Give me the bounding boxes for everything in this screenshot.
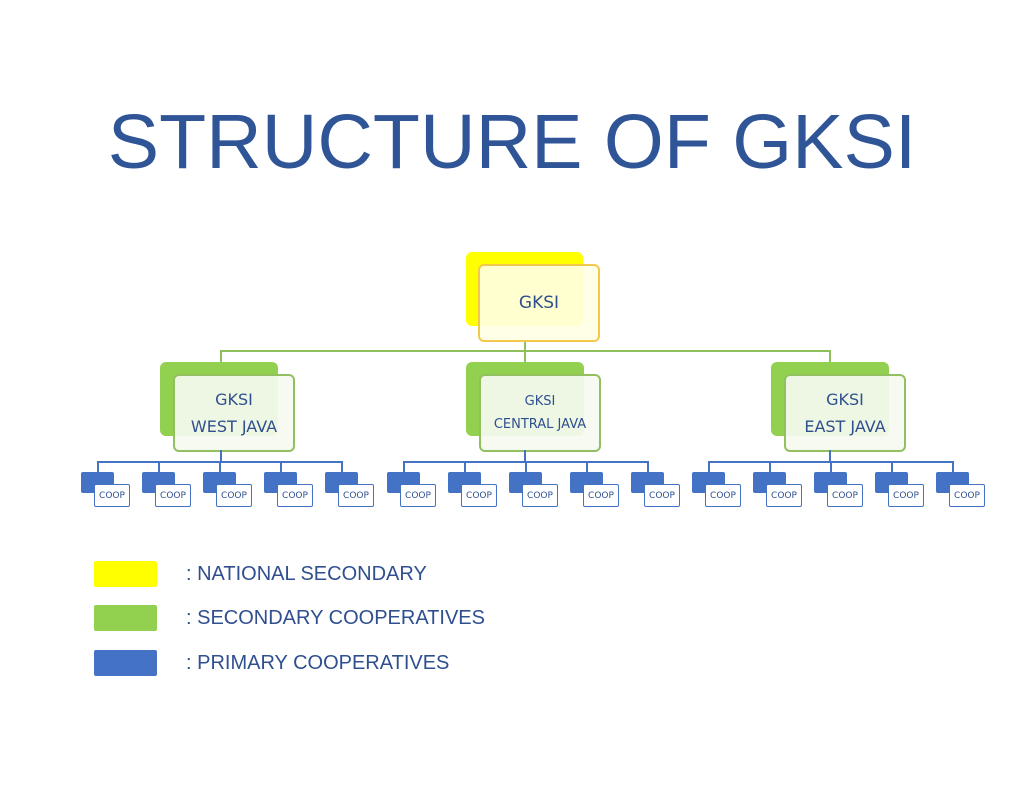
coop-label: COOP [160,490,186,501]
secondary-connector [829,350,831,363]
coop-drop [464,461,466,473]
coop-label: COOP [343,490,369,501]
coop-node: COOP [94,484,130,507]
secondary-node: GKSI WEST JAVA [173,374,295,452]
coop-drop [403,461,405,473]
coop-drop [280,461,282,473]
coop-label: COOP [405,490,431,501]
coop-node: COOP [827,484,863,507]
secondary-connector [524,350,526,363]
coop-drop [158,461,160,473]
coop-node: COOP [522,484,558,507]
coop-node: COOP [705,484,741,507]
legend-label: : SECONDARY COOPERATIVES [186,607,485,629]
coop-drop [769,461,771,473]
coop-connector [220,450,222,462]
coop-label: COOP [282,490,308,501]
coop-node: COOP [583,484,619,507]
coop-label: COOP [710,490,736,501]
coop-node: COOP [277,484,313,507]
legend-swatch [94,650,157,676]
coop-drop [219,461,221,473]
coop-label: COOP [466,490,492,501]
coop-label: COOP [221,490,247,501]
coop-label: COOP [649,490,675,501]
coop-node: COOP [949,484,985,507]
coop-node: COOP [400,484,436,507]
coop-drop [647,461,649,473]
coop-node: COOP [766,484,802,507]
secondary-label-line2: CENTRAL JAVA [493,417,587,432]
root-node: GKSI [478,264,600,342]
coop-label: COOP [832,490,858,501]
coop-drop [830,461,832,473]
coop-connector [829,450,831,462]
secondary-node: GKSI CENTRAL JAVA [479,374,601,452]
coop-drop [952,461,954,473]
secondary-label-line2: EAST JAVA [804,417,886,436]
coop-label: COOP [893,490,919,501]
coop-label: COOP [99,490,125,501]
coop-node: COOP [155,484,191,507]
coop-drop [891,461,893,473]
coop-drop [708,461,710,473]
secondary-label-line1: GKSI [524,394,556,409]
legend-swatch [94,561,157,587]
secondary-label-line2: WEST JAVA [190,417,278,436]
secondary-connector [220,350,222,363]
legend-swatch [94,605,157,631]
legend-label: : NATIONAL SECONDARY [186,563,427,585]
coop-node: COOP [644,484,680,507]
page-title: STRUCTURE OF GKSI [107,99,917,185]
coop-drop [525,461,527,473]
coop-node: COOP [888,484,924,507]
coop-label: COOP [527,490,553,501]
coop-drop [586,461,588,473]
coop-node: COOP [461,484,497,507]
coop-node: COOP [216,484,252,507]
secondary-label-line1: GKSI [215,390,253,409]
root-connector [524,340,526,352]
coop-label: COOP [771,490,797,501]
coop-label: COOP [588,490,614,501]
coop-label: COOP [954,490,980,501]
root-label: GKSI [518,293,560,313]
legend-label: : PRIMARY COOPERATIVES [186,652,450,674]
coop-node: COOP [338,484,374,507]
coop-drop [97,461,99,473]
secondary-node: GKSI EAST JAVA [784,374,906,452]
secondary-label-line1: GKSI [826,390,864,409]
coop-drop [341,461,343,473]
coop-connector [524,450,526,462]
